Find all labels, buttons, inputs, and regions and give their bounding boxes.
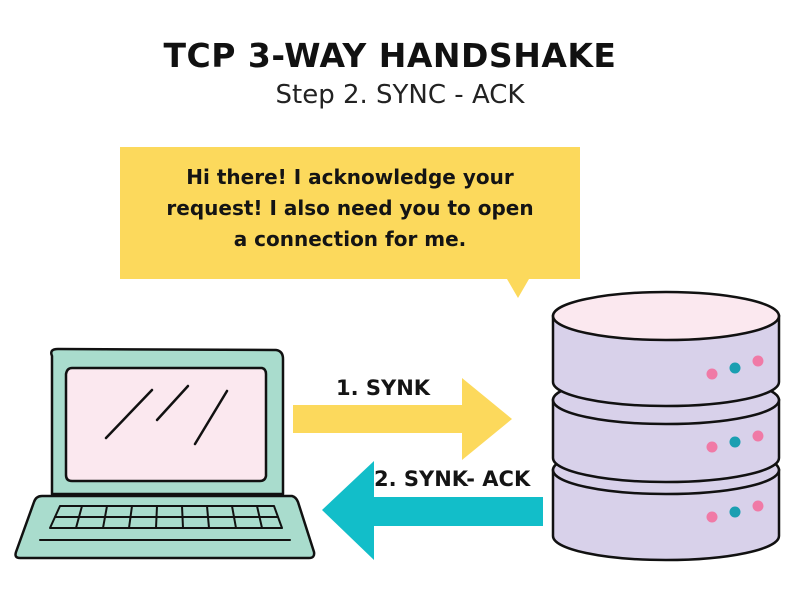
speech-bubble-tail (507, 279, 529, 298)
bubble-line-1: Hi there! I acknowledge your (186, 165, 514, 189)
server-icon (551, 290, 781, 562)
laptop-icon (14, 347, 316, 560)
synack-arrow (322, 461, 543, 560)
bubble-line-2: request! I also need you to open (166, 196, 534, 220)
speech-bubble-text: Hi there! I acknowledge your request! I … (120, 162, 580, 255)
synack-arrow-label: 2. SYNK- ACK (374, 467, 531, 491)
syn-arrow-label: 1. SYNK (336, 376, 431, 400)
speech-bubble (120, 147, 580, 279)
bubble-line-3: a connection for me. (233, 227, 467, 251)
syn-arrow (293, 378, 512, 460)
diagram-subtitle: Step 2. SYNC - ACK (275, 80, 525, 110)
diagram-title: TCP 3-WAY HANDSHAKE (163, 36, 617, 75)
